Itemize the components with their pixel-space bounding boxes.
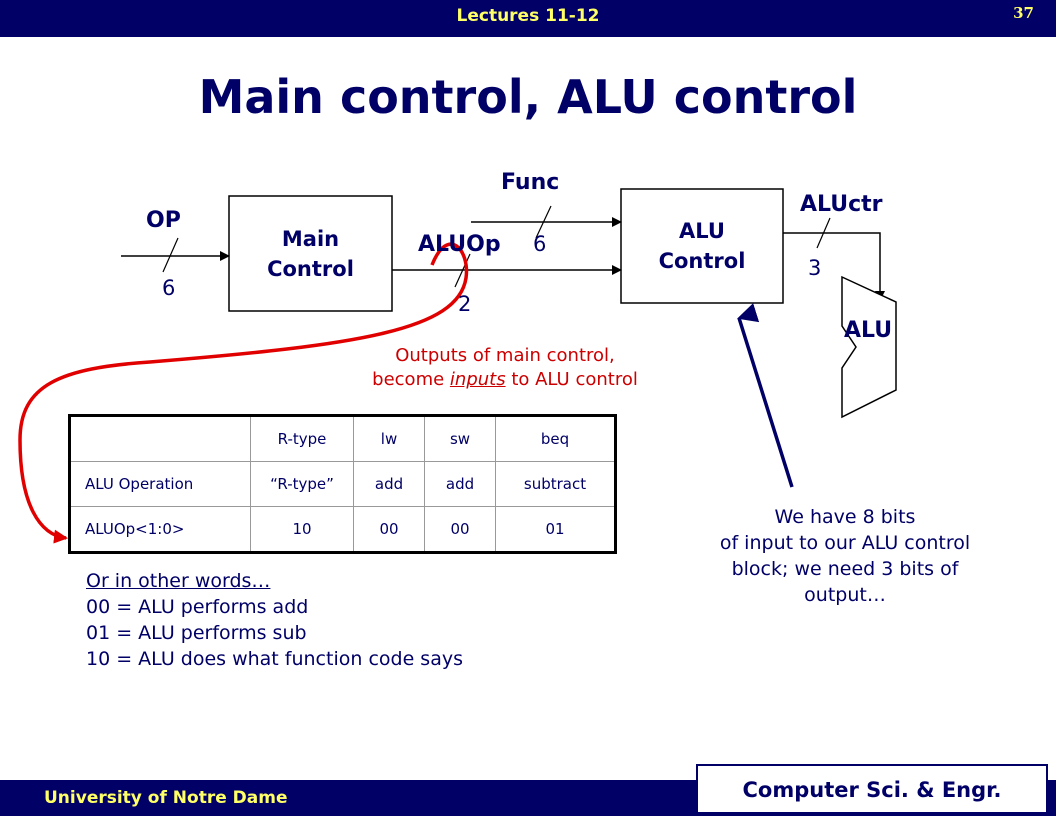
aluctr-tick	[816, 217, 831, 249]
aluop-tick	[454, 253, 471, 288]
table-cell: add	[353, 461, 425, 507]
aluctr-arrow	[783, 232, 885, 301]
notes-line: 00 = ALU performs add	[86, 596, 309, 618]
footer-department: Computer Sci. & Engr.	[696, 764, 1048, 814]
alu-control-line1: ALU	[679, 219, 725, 243]
red-curve-arrow	[18, 242, 469, 544]
red-caption-line2: become inputs to ALU control	[320, 368, 690, 392]
table-header-cell: R-type	[250, 415, 354, 462]
lecture-label: Lectures 11-12	[456, 6, 600, 26]
table-cell: ALU Operation	[69, 461, 251, 507]
table-header-cell: sw	[424, 415, 496, 462]
table-cell: subtract	[495, 461, 616, 507]
aluop-bits: 2	[458, 292, 472, 316]
notes-block: Or in other words… 00 = ALU performs add…	[86, 568, 463, 672]
side-note: We have 8 bits of input to our ALU contr…	[660, 504, 1030, 608]
red-caption: Outputs of main control, become inputs t…	[320, 344, 690, 392]
alu-control-label: ALU Control	[621, 216, 783, 276]
page-title: Main control, ALU control	[198, 70, 858, 124]
header-bar	[0, 0, 1056, 37]
table-cell: 00	[424, 506, 496, 553]
side-note-line: of input to our ALU control	[719, 532, 971, 554]
func-bits: 6	[533, 232, 547, 256]
table-cell: ALUOp<1:0>	[69, 506, 251, 553]
alu-shape	[841, 275, 897, 419]
func-label: Func	[501, 170, 560, 195]
alu-control-line2: Control	[658, 249, 746, 273]
table-cell: 00	[353, 506, 425, 553]
red-caption-line1: Outputs of main control,	[395, 345, 615, 366]
table-row: ALUOp<1:0> 10 00 00 01	[69, 506, 616, 553]
caption-emphasis: inputs	[449, 369, 506, 390]
page-number: 37	[1013, 4, 1034, 22]
table-header-cell: beq	[495, 415, 616, 462]
blue-arrow	[737, 303, 794, 488]
footer-university: University of Notre Dame	[44, 788, 288, 808]
notes-line: 01 = ALU performs sub	[86, 622, 307, 644]
alu-control-box	[620, 188, 784, 304]
op-bits: 6	[162, 276, 176, 300]
aluctr-bits: 3	[808, 256, 822, 280]
notes-line: 10 = ALU does what function code says	[86, 648, 463, 670]
alu-label: ALU	[844, 318, 893, 343]
notes-heading: Or in other words…	[86, 570, 271, 592]
side-note-line: We have 8 bits	[774, 506, 916, 528]
caption-prefix: become	[372, 369, 450, 390]
main-control-label: Main Control	[229, 224, 392, 284]
table-header-row: R-type lw sw beq	[69, 415, 616, 462]
func-tick	[535, 205, 552, 239]
side-note-line: output…	[804, 584, 886, 606]
main-control-line2: Control	[267, 257, 354, 281]
op-tick	[162, 237, 179, 273]
side-note-line: block; we need 3 bits of	[731, 558, 959, 580]
table-header-cell: lw	[353, 415, 425, 462]
table-header-cell	[69, 415, 251, 462]
aluctr-label: ALUctr	[800, 192, 883, 217]
main-control-line1: Main	[281, 227, 340, 251]
table-cell: 10	[250, 506, 354, 553]
aluop-label: ALUOp	[418, 232, 501, 257]
table-cell: “R-type”	[250, 461, 354, 507]
caption-suffix: to ALU control	[505, 369, 638, 390]
aluop-table: R-type lw sw beq ALU Operation “R-type” …	[68, 414, 617, 554]
table-row: ALU Operation “R-type” add add subtract	[69, 461, 616, 507]
table-cell: add	[424, 461, 496, 507]
table-cell: 01	[495, 506, 616, 553]
op-label: OP	[146, 208, 181, 233]
